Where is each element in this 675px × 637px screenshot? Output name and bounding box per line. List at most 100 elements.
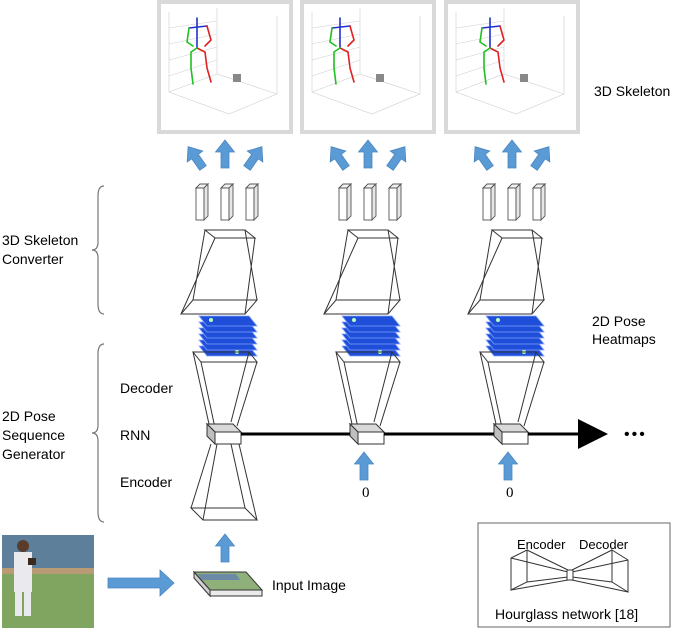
fc-box-front-1-1: [195, 187, 205, 221]
legend-box: [477, 522, 671, 628]
fc-box-side-2-2: [371, 182, 377, 222]
skeleton-right-leg-1: [196, 47, 212, 83]
generator-label-line2: Sequence: [2, 427, 66, 443]
decoder-edges-3: [479, 351, 545, 429]
legend-encoder-label: Encoder: [517, 537, 566, 552]
fc-box-side-3-1: [490, 182, 496, 222]
photo-player-leg-left: [15, 592, 22, 616]
skeleton-3d-label: 3D Skeleton: [594, 83, 671, 99]
legend-hourglass: [510, 549, 629, 593]
skeleton-panel-3: [444, 0, 580, 134]
encoder-frustum-1: [189, 443, 259, 521]
photo-dirt: [2, 568, 94, 574]
skeleton-panel-1: [157, 0, 293, 134]
fc-box-front-2-2: [363, 187, 373, 221]
photo-player-leg-right: [24, 592, 31, 616]
skeleton-right-leg-2: [339, 47, 355, 83]
fc-box-1-1: [194, 182, 210, 222]
axes-frame-1: [168, 12, 278, 115]
thumbnail-stands: [198, 574, 240, 580]
fc-box-side-3-3: [540, 182, 546, 222]
converter-frustum-2: [322, 229, 402, 315]
thumbnail-front: [209, 589, 263, 597]
thumbnail-side: [193, 570, 211, 598]
skeleton-figure-3: [479, 17, 505, 85]
encoder-bottom-1: [189, 507, 259, 521]
skeleton-left-leg-3: [483, 47, 491, 85]
heatmap-stack-1: [198, 315, 258, 357]
axes-frame-2: [311, 12, 421, 115]
encoder-edges-1: [190, 443, 258, 521]
skeleton-right-leg-3: [489, 47, 505, 83]
encoder-label: Encoder: [120, 474, 173, 490]
panel-arrow-left-3-group: [473, 146, 494, 171]
grid-line-2-3: [311, 46, 361, 61]
zero-arrow-up-2: [353, 451, 375, 481]
skeleton-left-arm-1: [186, 27, 194, 47]
converter-top-3: [490, 229, 544, 239]
column-3: [444, 0, 580, 481]
skeleton-shoulders-1: [188, 25, 208, 29]
decoder-frustum-3: [478, 351, 546, 429]
fc-box-front-1-3: [245, 187, 255, 221]
rnn-side-2: [349, 422, 359, 446]
ellipsis: •••: [624, 426, 647, 443]
fc-box-1-2: [219, 182, 235, 222]
panel-arrow-right-1: [243, 146, 264, 171]
converter-brace: [91, 185, 105, 315]
fc-box-3-1: [481, 182, 497, 222]
skeleton-left-arm-3: [479, 27, 487, 47]
zero-input-label-2: 0: [506, 485, 514, 501]
panel-arrow-left-1: [186, 146, 207, 171]
rnn-cube-1: [205, 422, 243, 446]
fc-box-side-2-1: [346, 182, 352, 222]
decoder-frustum-1: [191, 351, 259, 429]
panel-arrow-left-1-group: [186, 146, 207, 171]
fc-box-front-2-1: [338, 187, 348, 221]
column-1: [157, 0, 293, 563]
heatmap-stack-3: [485, 315, 545, 357]
input-arrow-up: [214, 533, 236, 563]
panel-arrow-right-2-group: [386, 146, 407, 171]
heatmap-layer-3-6: [485, 315, 545, 327]
skeleton-right-arm-3: [497, 25, 505, 47]
fc-box-front-2-3: [388, 187, 398, 221]
axes-frame-3: [455, 12, 565, 115]
heatmap-layer-2-6: [341, 315, 401, 327]
heatmaps-label-line2: Heatmaps: [592, 331, 656, 347]
grid-line-2-1: [311, 20, 361, 29]
column-2: [300, 0, 436, 481]
zero-input-label-1: 0: [362, 485, 370, 501]
skeleton-right-arm-2: [347, 25, 355, 47]
panel-arrow-right-1-group: [243, 146, 264, 171]
fc-box-side-1-2: [228, 182, 234, 222]
skeleton-shoulders-3: [481, 25, 501, 29]
grid-line-2-4: [311, 59, 361, 77]
legend-caption: Hourglass network [18]: [495, 606, 639, 622]
photo-player-head: [17, 540, 29, 552]
input-image-thumbnail: [192, 570, 264, 598]
heatmap-layer-1-6: [198, 315, 258, 327]
skeleton-axes-1: [168, 8, 278, 115]
grid-line-1-1: [168, 20, 218, 29]
grid-line-1-3: [168, 46, 218, 61]
generator-label-line3: Generator: [2, 446, 66, 462]
grid-line-3-4: [455, 59, 505, 77]
heatmap-peak-top-1: [209, 318, 213, 322]
decoder-edges-2: [335, 351, 401, 429]
grid-line-1-4: [168, 59, 218, 77]
skeleton-figure-2: [329, 17, 355, 85]
rnn-front-1: [214, 431, 242, 445]
skeleton-axes-3: [455, 8, 565, 115]
legend-encoder-edges: [510, 549, 569, 591]
heatmap-peak-top-2: [352, 318, 356, 322]
decoder-edges-1: [192, 351, 258, 429]
fc-box-side-2-3: [396, 182, 402, 222]
converter-frustum-3: [466, 229, 546, 315]
skeleton-panel-2: [300, 0, 436, 134]
converter-edges-3: [467, 229, 545, 315]
fc-box-front-3-2: [507, 187, 517, 221]
skeleton-marker-2: [376, 74, 384, 82]
